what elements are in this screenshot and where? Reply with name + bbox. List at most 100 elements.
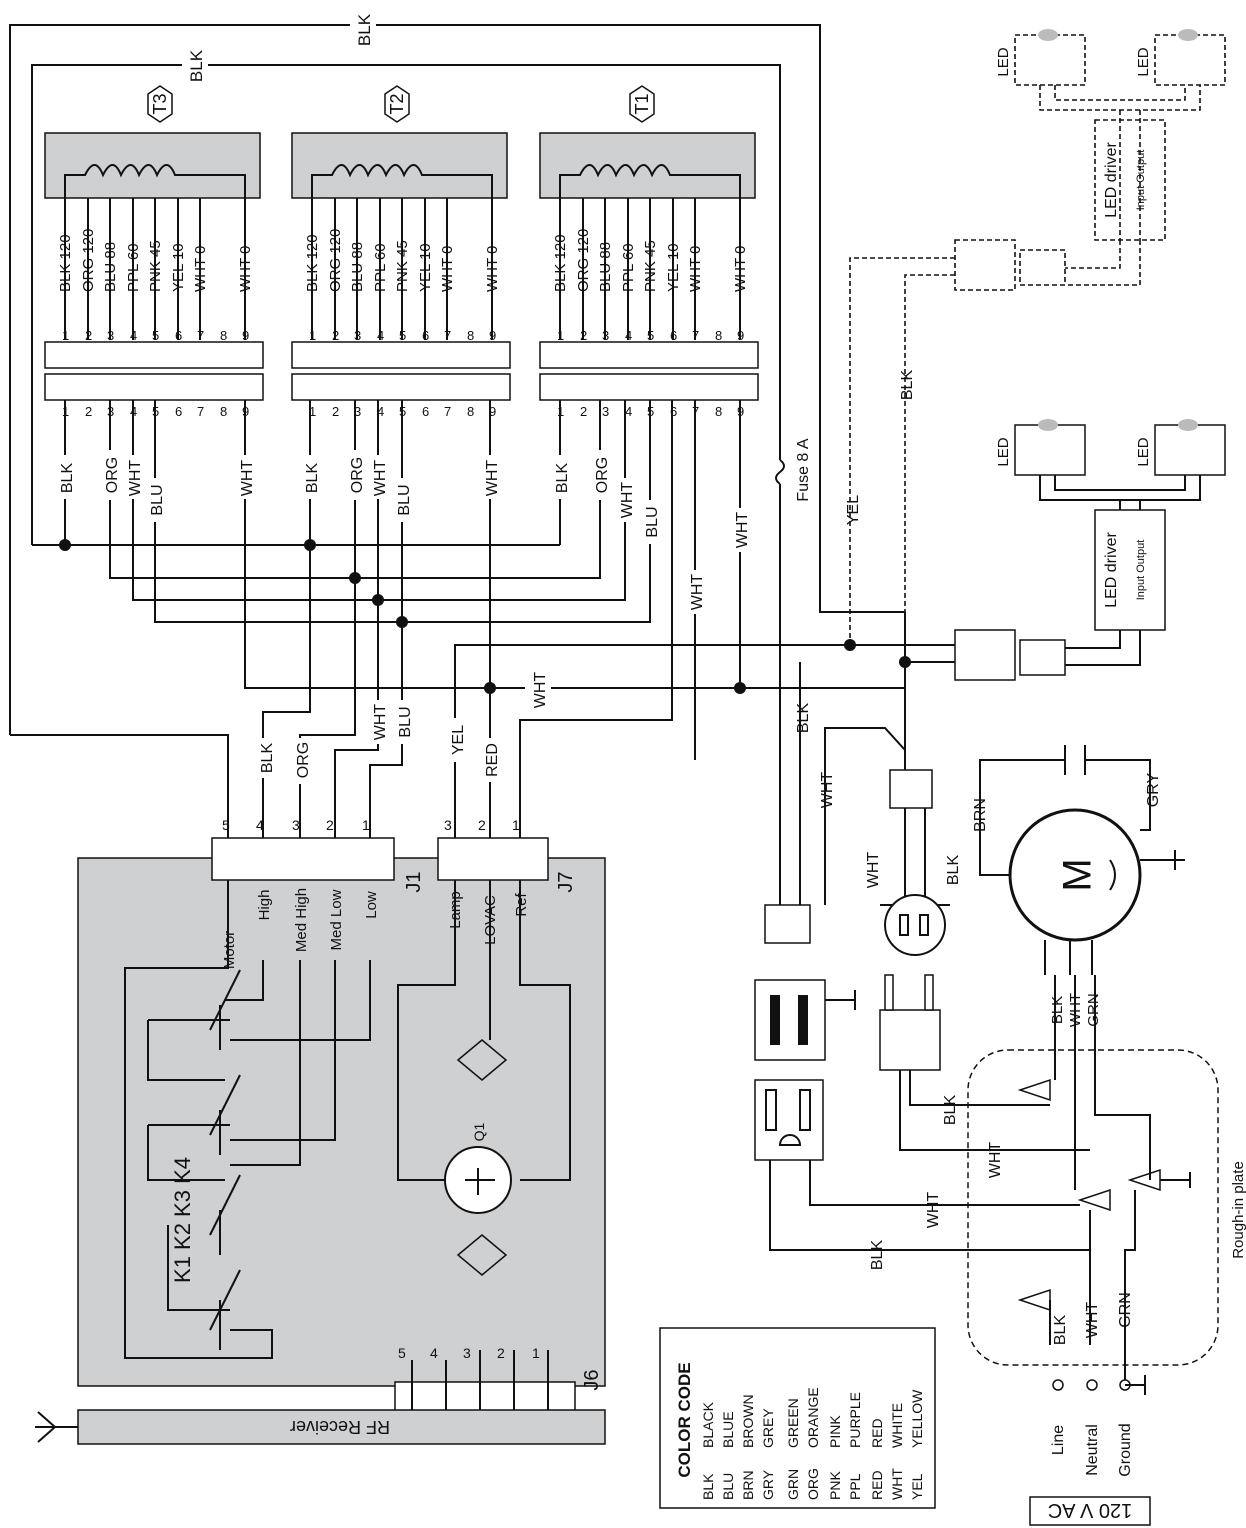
svg-text:J1: J1: [403, 871, 425, 892]
j1-function-labels: Motor High Med High Med Low Low: [221, 888, 380, 969]
wht-mid-label: WHT: [819, 772, 836, 809]
svg-text:WHT: WHT: [127, 460, 144, 497]
svg-text:9: 9: [737, 328, 744, 343]
svg-text:3: 3: [602, 328, 609, 343]
svg-text:T3: T3: [150, 93, 170, 114]
svg-text:GRN: GRN: [785, 1469, 801, 1500]
svg-text:5: 5: [398, 1345, 406, 1361]
switch-outlet: [884, 894, 946, 956]
svg-text:BLK: BLK: [304, 463, 321, 494]
svg-text:ORG: ORG: [349, 457, 366, 493]
outer-blk-wire: [9, 24, 905, 735]
svg-text:BLU: BLU: [396, 484, 413, 515]
svg-text:PNK 45: PNK 45: [147, 240, 164, 292]
svg-text:6: 6: [422, 404, 429, 419]
svg-text:Neutral: Neutral: [1084, 1424, 1101, 1476]
svg-text:PINK: PINK: [827, 1415, 843, 1448]
receptacle: [754, 979, 856, 1061]
svg-text:3: 3: [463, 1345, 471, 1361]
svg-text:WHT: WHT: [532, 672, 549, 709]
svg-text:1: 1: [62, 328, 69, 343]
svg-text:WHT: WHT: [239, 460, 256, 497]
svg-text:WHT 0: WHT 0: [732, 246, 749, 292]
svg-text:7: 7: [197, 328, 204, 343]
svg-text:J6: J6: [581, 1369, 603, 1390]
svg-text:PPL 60: PPL 60: [620, 243, 637, 292]
svg-text:3: 3: [354, 404, 361, 419]
svg-text:4: 4: [256, 817, 264, 833]
svg-text:GREY: GREY: [760, 1408, 776, 1448]
triac-circuit: [397, 880, 571, 1181]
svg-text:LED: LED: [995, 437, 1012, 466]
transformer-t3: T3: [44, 85, 261, 199]
svg-text:Ref: Ref: [513, 892, 530, 916]
svg-text:Ground: Ground: [1117, 1423, 1134, 1476]
svg-text:4: 4: [377, 404, 384, 419]
svg-text:WHT 0: WHT 0: [439, 246, 456, 292]
svg-text:T2: T2: [387, 93, 407, 114]
bridge-rectifier-bottom: [456, 1234, 508, 1276]
svg-text:WHT: WHT: [372, 704, 389, 741]
rf-receiver: RF Receiver: [35, 1409, 606, 1445]
svg-text:GRY: GRY: [1145, 772, 1162, 807]
svg-text:WHT 0: WHT 0: [687, 246, 704, 292]
svg-text:WHT: WHT: [372, 460, 389, 497]
svg-text:LED: LED: [995, 47, 1012, 76]
svg-text:8: 8: [467, 328, 474, 343]
svg-text:1: 1: [362, 817, 370, 833]
svg-text:LED driver: LED driver: [1103, 142, 1120, 218]
plate-wire-labels: BLK WHT WHT BLK BLK WHT GRN: [869, 1095, 1134, 1346]
svg-text:BLK: BLK: [700, 1473, 716, 1500]
svg-text:BLU 88: BLU 88: [102, 242, 119, 292]
svg-text:RED: RED: [869, 1418, 885, 1448]
t1-tap-labels: BLK 120 ORG 120 BLU 88 PPL 60 PNK 45 YEL…: [552, 198, 749, 340]
t3-tap-labels: BLK 120 ORG 120 BLU 88 PPL 60 PNK 45 YEL…: [57, 198, 254, 340]
svg-text:WHT: WHT: [925, 1192, 942, 1229]
svg-text:ORG: ORG: [594, 457, 611, 493]
svg-text:3: 3: [444, 817, 452, 833]
svg-text:ORG 120: ORG 120: [327, 229, 344, 292]
wire-nuts: [1017, 1078, 1161, 1312]
medlow-wire: [334, 600, 379, 840]
svg-text:BLK 120: BLK 120: [304, 234, 321, 292]
switch-connector: [889, 769, 933, 809]
inner-blk-wire: [31, 64, 781, 545]
svg-text:BLU: BLU: [644, 506, 661, 537]
svg-text:Line: Line: [1050, 1425, 1067, 1455]
svg-text:Input Output: Input Output: [1135, 540, 1147, 601]
outer-blk-label: BLK: [355, 13, 374, 46]
power-plug: [879, 974, 941, 1071]
svg-text:1: 1: [309, 328, 316, 343]
svg-text:2: 2: [478, 817, 486, 833]
rough-in-label: Rough-in plate: [1230, 1161, 1246, 1259]
svg-text:3: 3: [107, 328, 114, 343]
svg-text:2: 2: [332, 404, 339, 419]
svg-text:Med Low: Med Low: [328, 889, 345, 950]
bridge-rectifier-top: [456, 1039, 508, 1081]
svg-text:7: 7: [444, 404, 451, 419]
svg-text:BLK: BLK: [554, 463, 571, 494]
svg-text:RF Receiver: RF Receiver: [290, 1417, 390, 1437]
svg-text:LED driver: LED driver: [1103, 532, 1120, 608]
medhigh-wire: [299, 578, 356, 840]
svg-text:WHT: WHT: [987, 1142, 1004, 1179]
yel-wire: [454, 644, 850, 840]
svg-text:6: 6: [670, 328, 677, 343]
svg-text:BLK: BLK: [59, 463, 76, 494]
t3-connector: [44, 341, 264, 401]
svg-text:M: M: [1056, 858, 1100, 891]
svg-text:BLK: BLK: [1052, 1315, 1069, 1346]
control-board: [77, 857, 606, 1387]
svg-text:2: 2: [85, 328, 92, 343]
svg-text:WHT 0: WHT 0: [484, 246, 501, 292]
svg-text:5: 5: [399, 328, 406, 343]
low-wire: [369, 622, 403, 840]
svg-text:Med High: Med High: [293, 888, 310, 952]
svg-text:PURPLE: PURPLE: [847, 1392, 863, 1448]
svg-text:BLU 88: BLU 88: [597, 242, 614, 292]
svg-text:BLK: BLK: [1049, 996, 1066, 1024]
svg-text:2: 2: [497, 1345, 505, 1361]
